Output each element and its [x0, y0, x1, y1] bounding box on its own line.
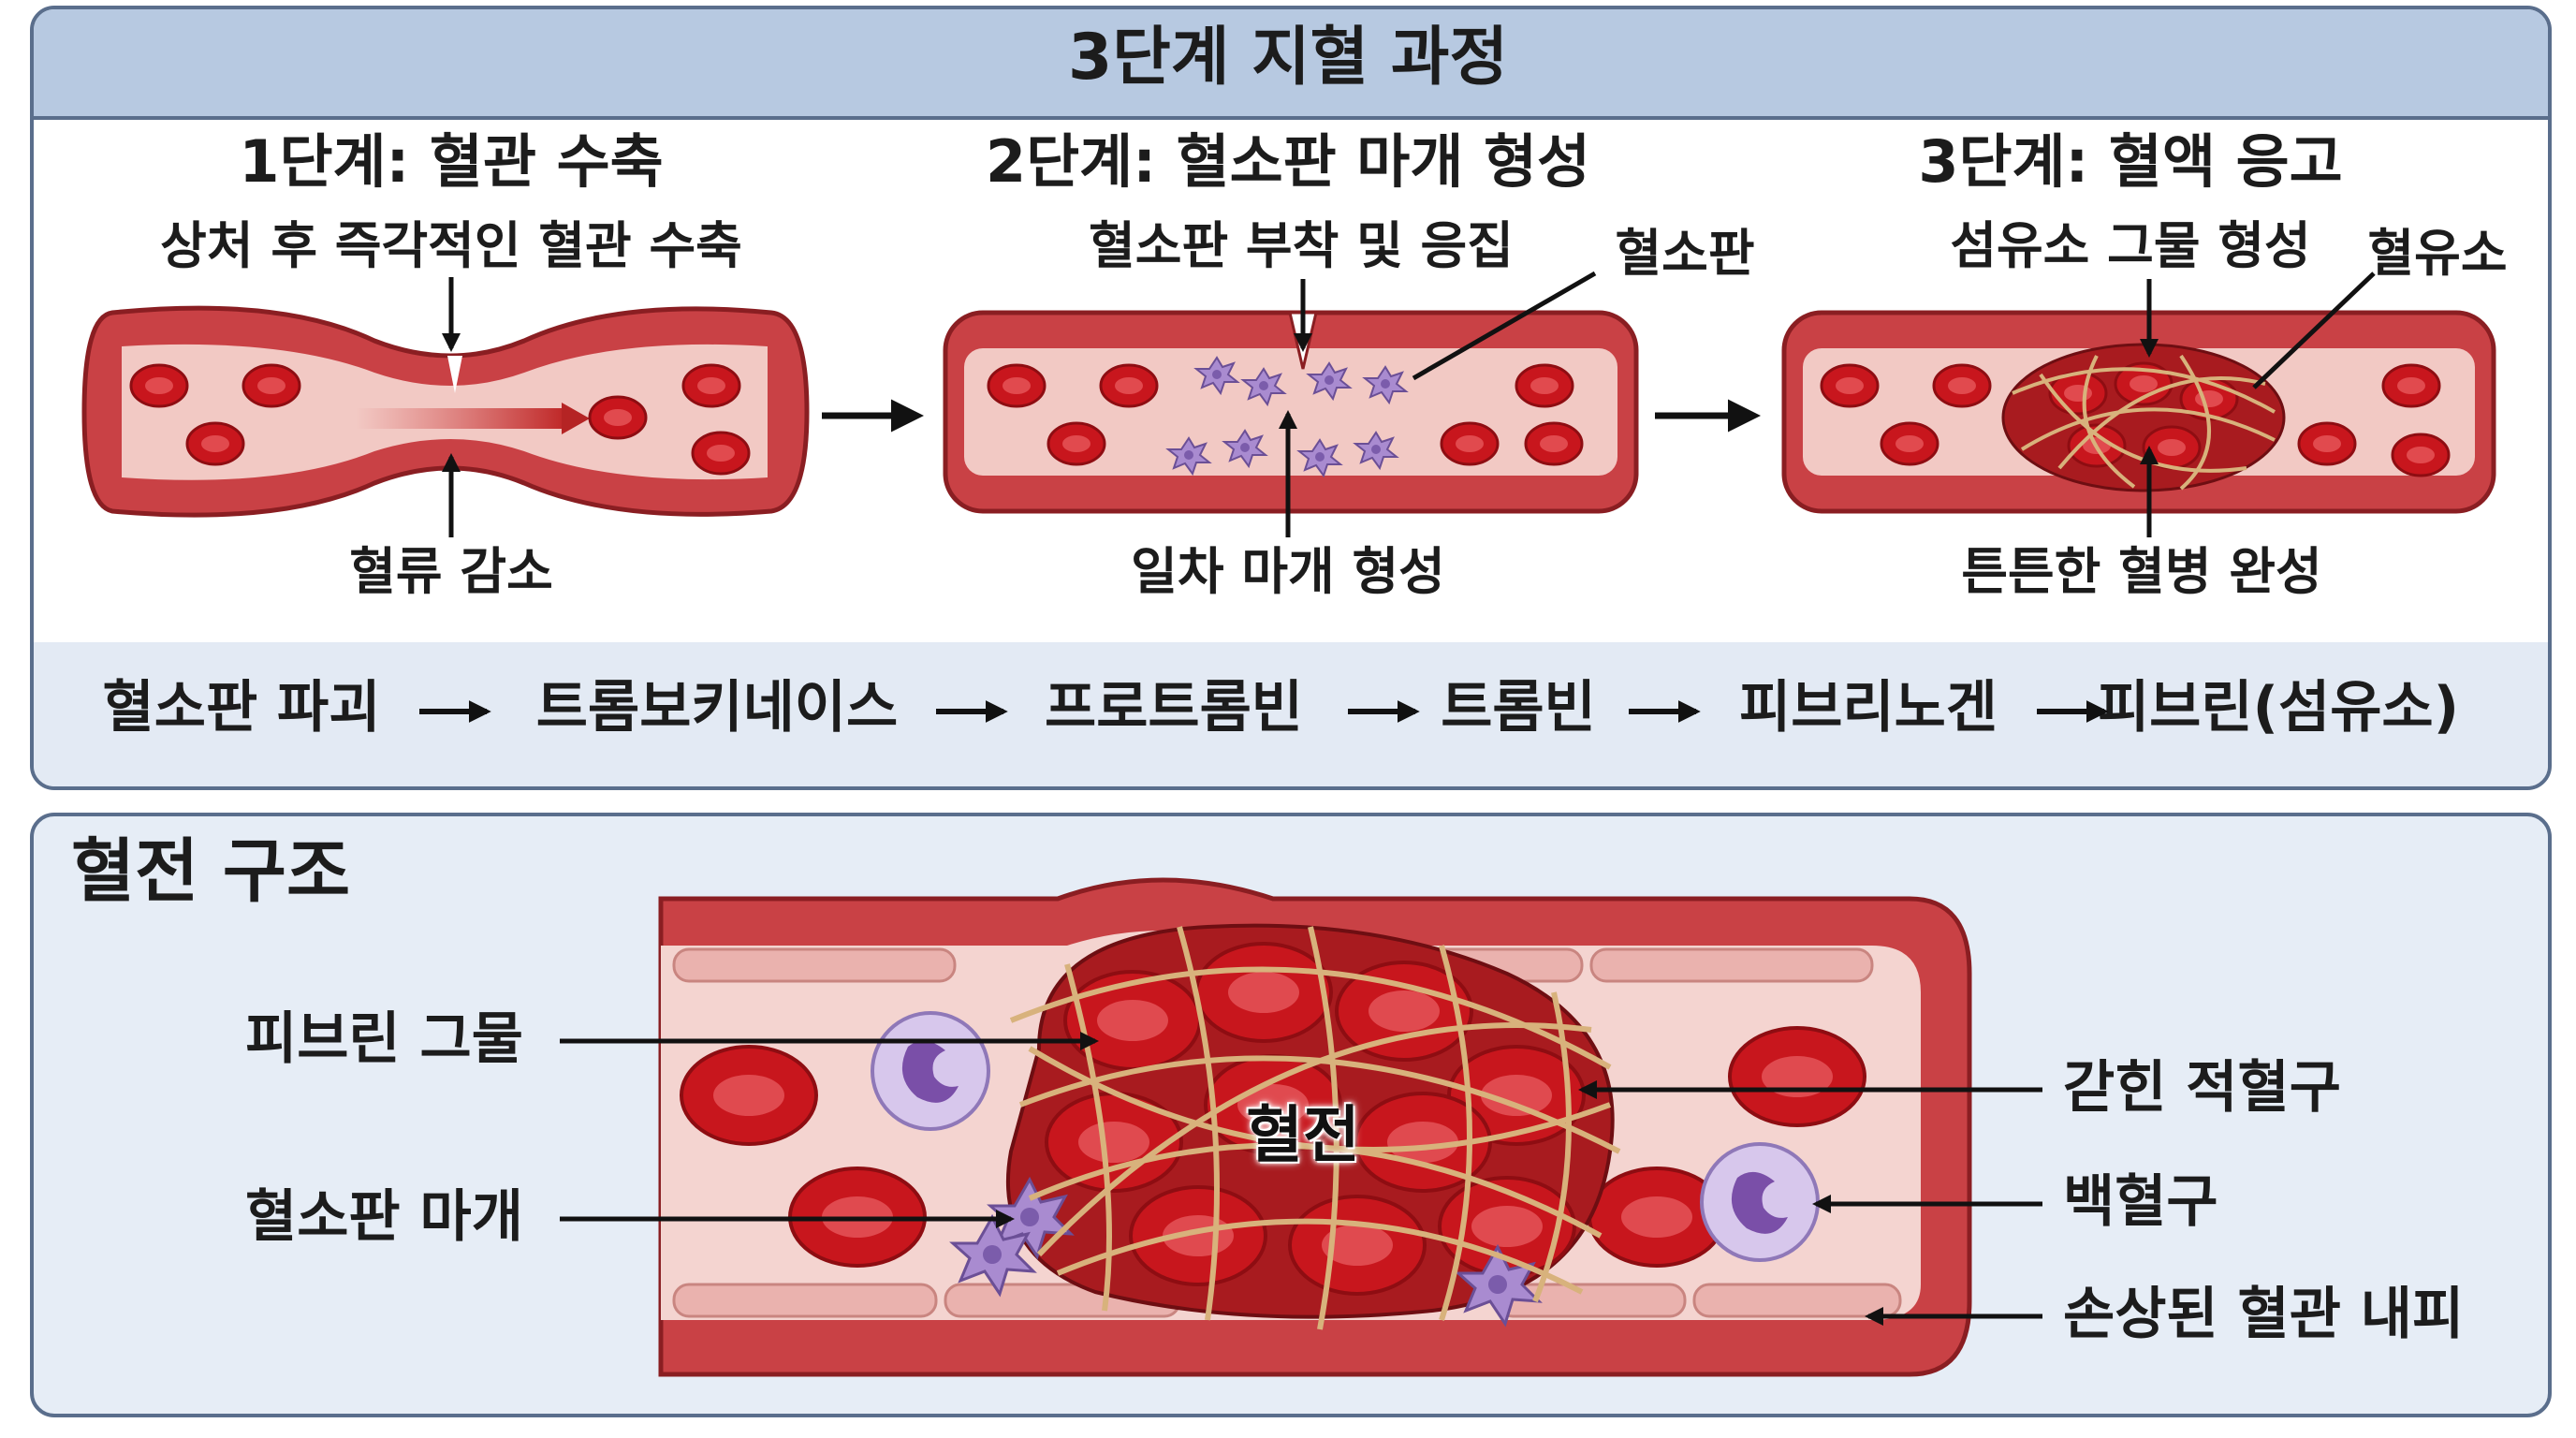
stage2-subtitle: 혈소판 부착 및 응집 — [1089, 216, 1514, 275]
stage3-subtitle: 섬유소 그물 형성 — [1950, 216, 2311, 275]
cascade-step: 트롬보키네이스 — [535, 675, 899, 741]
stage3-title: 3단계: 혈액 응고 — [1918, 127, 2343, 196]
thrombus-clot — [951, 923, 1621, 1330]
cascade-step: 혈소판 파괴 — [102, 675, 381, 741]
page-title: 3단계 지혈 과정 — [1067, 21, 1509, 95]
callout-trapped-rbc: 갇힌 적혈구 — [2063, 1055, 2341, 1121]
callout-damaged-endothelium: 손상된 혈관 내피 — [2063, 1282, 2465, 1347]
stage1-subtitle: 상처 후 즉각적인 혈관 수축 — [160, 216, 742, 275]
stage3-bottom-label: 튼튼한 혈병 완성 — [1961, 542, 2322, 601]
stage2-title: 2단계: 혈소판 마개 형성 — [985, 127, 1591, 196]
stage2-bottom-label: 일차 마개 형성 — [1131, 542, 1445, 601]
stage3-vessel — [1781, 310, 2496, 514]
stage1-bottom-label: 혈류 감소 — [349, 542, 553, 601]
callout-fibrin-mesh: 피브린 그물 — [245, 1006, 523, 1072]
cascade-step: 트롬빈 — [1441, 675, 1596, 741]
thrombus-label: 혈전 — [1246, 1099, 1360, 1171]
cascade-step: 피브린(섬유소) — [2097, 675, 2460, 741]
hemostasis-illustration — [81, 271, 2496, 723]
callout-platelet-plug: 혈소판 마개 — [245, 1184, 523, 1250]
callout-white-blood-cell: 백혈구 — [2063, 1169, 2218, 1235]
platelet-label: 혈소판 — [1615, 224, 1755, 283]
stage1-vessel — [81, 305, 810, 518]
title-bar — [34, 9, 2548, 120]
cascade-step: 피브리노겐 — [1739, 675, 1998, 741]
stage1-title: 1단계: 혈관 수축 — [239, 127, 664, 196]
fibrin-side-label: 혈유소 — [2367, 224, 2508, 283]
section-title: 혈전 구조 — [71, 831, 351, 912]
cascade-step: 프로트롬빈 — [1045, 675, 1303, 741]
